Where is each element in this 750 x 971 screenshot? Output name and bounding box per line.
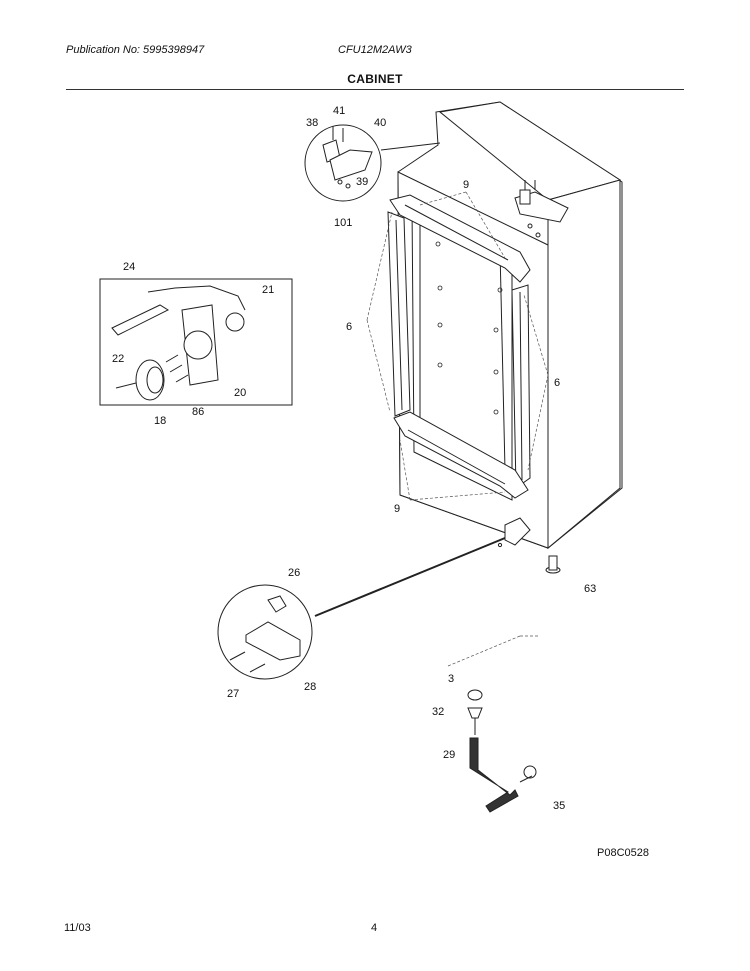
label-18: 18 — [154, 415, 166, 427]
header-rule — [66, 89, 684, 90]
footer-page-number: 4 — [371, 922, 378, 934]
breaker-strip-top — [389, 194, 531, 283]
label-22: 22 — [112, 353, 124, 365]
label-39: 39 — [356, 176, 368, 188]
model-number: CFU12M2AW3 — [338, 44, 412, 56]
drain-assembly — [467, 689, 537, 813]
label-27: 27 — [227, 688, 239, 700]
hinge-detail-circle — [304, 124, 441, 202]
part-labels: 41 38 40 39 101 9 6 6 9 24 21 22 20 18 8… — [112, 105, 596, 812]
footer-date: 11/03 — [64, 922, 91, 934]
label-6-right: 6 — [554, 377, 560, 389]
top-hinge — [514, 180, 569, 238]
label-26: 26 — [288, 567, 300, 579]
label-32: 32 — [432, 706, 444, 718]
label-29: 29 — [443, 749, 455, 761]
label-35: 35 — [553, 800, 565, 812]
breaker-strip-bottom — [393, 411, 529, 499]
leader-lines — [366, 191, 549, 667]
label-101: 101 — [334, 217, 352, 229]
label-9-top: 9 — [463, 179, 469, 191]
publication-number: Publication No: 5995398947 — [66, 44, 205, 56]
label-9-bottom: 9 — [394, 503, 400, 515]
liner-holes — [435, 241, 503, 415]
label-20: 20 — [234, 387, 246, 399]
drawing-code: P08C0528 — [597, 847, 649, 859]
label-21: 21 — [262, 284, 274, 296]
label-41: 41 — [333, 105, 345, 117]
label-40: 40 — [374, 117, 386, 129]
leveling-leg — [545, 555, 561, 574]
gasket-right — [511, 284, 531, 489]
label-86: 86 — [192, 406, 204, 418]
gasket-left — [387, 211, 411, 417]
label-28: 28 — [304, 681, 316, 693]
label-24: 24 — [123, 261, 135, 273]
bottom-hinge-detail-circle — [217, 584, 313, 680]
section-title: CABINET — [347, 72, 403, 86]
connector-line — [314, 537, 506, 617]
bottom-hinge — [497, 517, 531, 548]
label-6-left: 6 — [346, 321, 352, 333]
label-3: 3 — [448, 673, 454, 685]
label-63: 63 — [584, 583, 596, 595]
control-box — [99, 278, 293, 406]
label-38: 38 — [306, 117, 318, 129]
